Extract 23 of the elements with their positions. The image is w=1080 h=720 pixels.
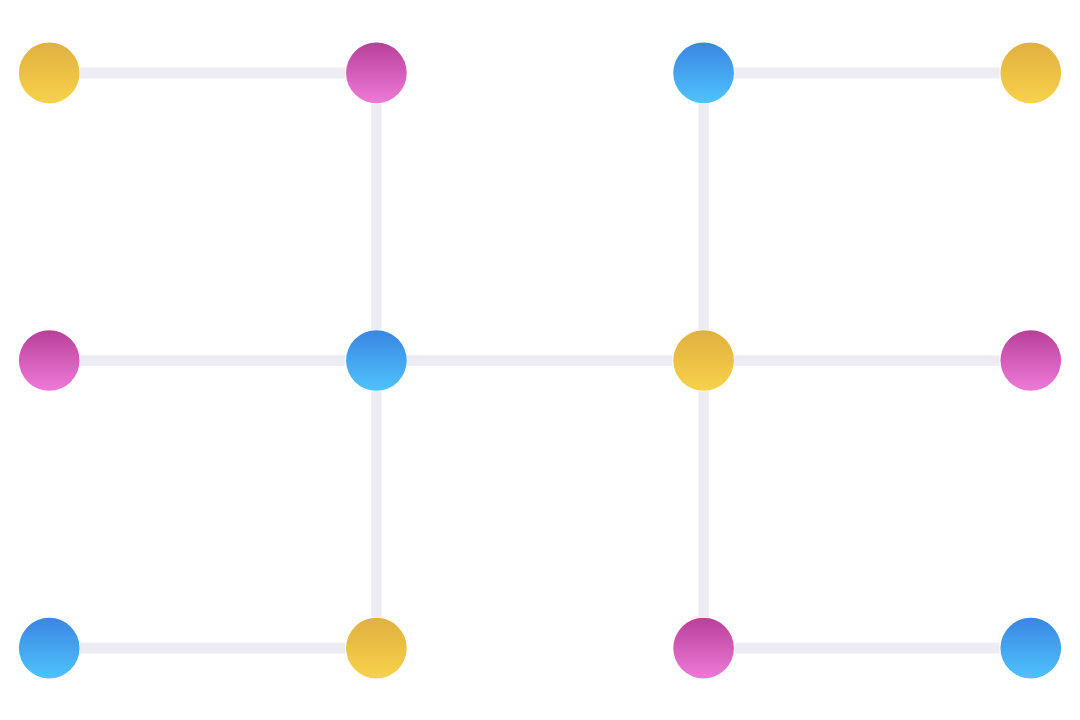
node-circle bbox=[18, 617, 80, 678]
connector bbox=[407, 354, 673, 366]
node-circle bbox=[1000, 617, 1062, 678]
connector bbox=[698, 390, 709, 617]
connector bbox=[79, 354, 346, 366]
connector bbox=[371, 390, 382, 617]
connector bbox=[371, 103, 382, 330]
node-circle bbox=[1000, 329, 1062, 391]
connector bbox=[698, 103, 709, 330]
connector bbox=[734, 67, 1000, 78]
node-circle bbox=[673, 329, 734, 391]
node-circle bbox=[1000, 42, 1062, 103]
node-circle bbox=[673, 617, 734, 678]
connector bbox=[734, 642, 1000, 653]
node-circle bbox=[673, 42, 734, 103]
node-circle bbox=[346, 329, 407, 391]
connector bbox=[79, 67, 346, 78]
connector bbox=[79, 642, 346, 653]
node-circle bbox=[346, 617, 407, 678]
node-circle bbox=[346, 42, 407, 103]
connector bbox=[734, 354, 1000, 366]
node-circle bbox=[18, 42, 80, 103]
node-circle bbox=[18, 329, 80, 391]
